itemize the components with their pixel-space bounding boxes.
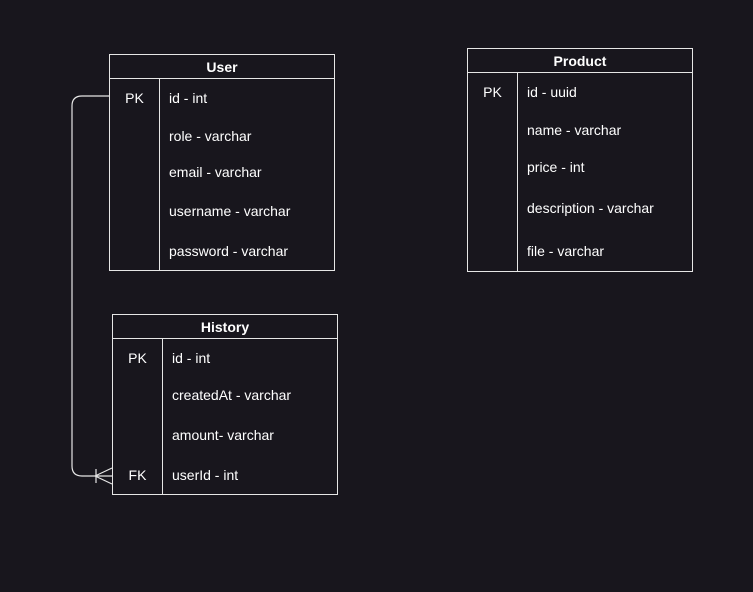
entity-user-row-id-key: PK bbox=[125, 90, 144, 106]
entity-product-row-file-attr: file - varchar bbox=[527, 243, 605, 259]
entity-user-row-email[interactable]: email - varchar bbox=[110, 162, 334, 182]
entity-product-row-id-attr: id - uuid bbox=[527, 84, 577, 100]
entity-product-row-file[interactable]: file - varchar bbox=[468, 241, 692, 261]
entity-user-row-role-attr: role - varchar bbox=[169, 128, 252, 144]
entity-user-row-role[interactable]: role - varchar bbox=[110, 126, 334, 146]
entity-user-row-email-attr: email - varchar bbox=[169, 164, 262, 180]
entity-product[interactable]: Product PK id - uuid name - varchar pric… bbox=[467, 48, 693, 272]
crows-foot-many-icon bbox=[94, 467, 113, 485]
entity-user-row-id-attr: id - int bbox=[169, 90, 208, 106]
entity-user-row-id[interactable]: PK id - int bbox=[110, 88, 334, 108]
entity-product-row-id[interactable]: PK id - uuid bbox=[468, 82, 692, 102]
entity-product-row-id-key: PK bbox=[483, 84, 502, 100]
entity-product-divider bbox=[517, 73, 518, 271]
entity-user-row-password[interactable]: password - varchar bbox=[110, 241, 334, 261]
entity-product-row-name-attr: name - varchar bbox=[527, 122, 622, 138]
entity-product-row-price-attr: price - int bbox=[527, 159, 585, 175]
entity-history-row-id-key: PK bbox=[128, 350, 147, 366]
entity-history-divider bbox=[162, 339, 163, 494]
entity-history-row-amount[interactable]: amount- varchar bbox=[113, 425, 337, 445]
entity-history-row-userid-attr: userId - int bbox=[172, 467, 239, 483]
entity-history-row-createdat[interactable]: createdAt - varchar bbox=[113, 385, 337, 405]
entity-product-row-description[interactable]: description - varchar bbox=[468, 198, 692, 218]
entity-product-row-description-attr: description - varchar bbox=[527, 200, 654, 216]
entity-history-title: History bbox=[113, 315, 337, 339]
entity-user-divider bbox=[159, 79, 160, 270]
entity-history[interactable]: History PK id - int createdAt - varchar … bbox=[112, 314, 338, 495]
entity-user[interactable]: User PK id - int role - varchar email - … bbox=[109, 54, 335, 271]
entity-history-row-id-attr: id - int bbox=[172, 350, 211, 366]
relationship-user-history-line[interactable] bbox=[71, 95, 112, 477]
entity-history-row-userid-key: FK bbox=[128, 467, 147, 483]
entity-history-row-amount-attr: amount- varchar bbox=[172, 427, 274, 443]
entity-history-row-userid[interactable]: FK userId - int bbox=[113, 465, 337, 485]
entity-user-row-username-attr: username - varchar bbox=[169, 203, 291, 219]
entity-product-title: Product bbox=[468, 49, 692, 73]
entity-user-row-password-attr: password - varchar bbox=[169, 243, 289, 259]
entity-user-title: User bbox=[110, 55, 334, 79]
entity-product-row-name[interactable]: name - varchar bbox=[468, 120, 692, 140]
entity-history-row-id[interactable]: PK id - int bbox=[113, 348, 337, 368]
entity-product-row-price[interactable]: price - int bbox=[468, 157, 692, 177]
entity-user-row-username[interactable]: username - varchar bbox=[110, 201, 334, 221]
entity-history-row-createdat-attr: createdAt - varchar bbox=[172, 387, 292, 403]
